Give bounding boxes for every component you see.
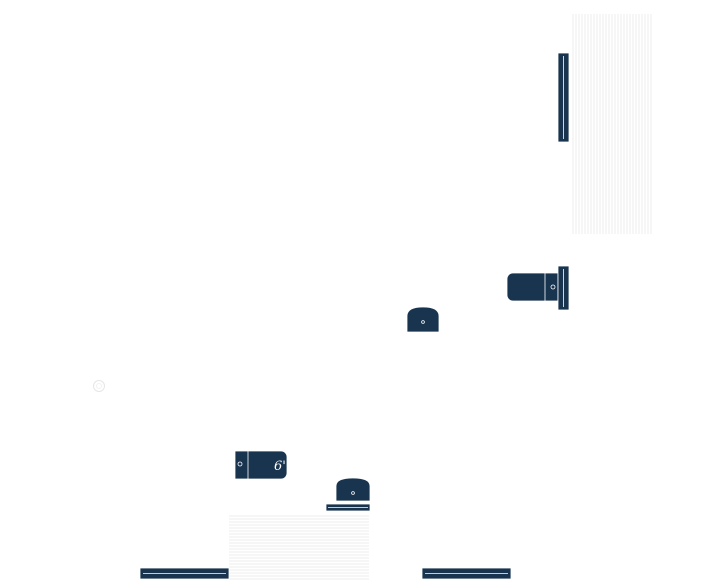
lavatory-unit: 6' — [234, 450, 288, 480]
floor-drain-icon — [93, 380, 105, 392]
toilet-right — [506, 265, 570, 311]
grab-bar-vertical — [557, 52, 570, 143]
lavatory-size-label: 6' — [274, 459, 286, 474]
floor-hatch-pattern — [229, 515, 369, 580]
grab-bar-bottom-left — [139, 567, 230, 580]
grab-bar-bottom-right — [421, 567, 512, 580]
sink-middle — [406, 306, 440, 333]
wall-hatch-pattern — [572, 14, 652, 234]
sink-counter — [325, 477, 371, 512]
